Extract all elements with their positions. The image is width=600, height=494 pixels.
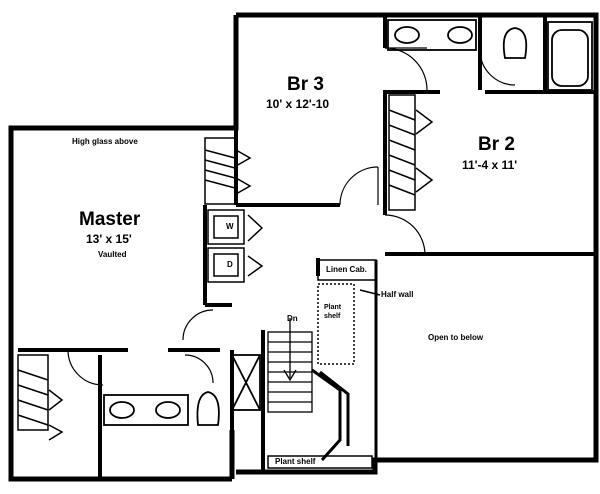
- open-to-below-label: Open to below: [428, 333, 484, 342]
- exterior-walls: [8, 12, 599, 482]
- laundry: [207, 209, 245, 283]
- linen-label: Linen Cab.: [326, 265, 367, 274]
- high-glass-note: High glass above: [72, 137, 138, 146]
- door-swings: [67, 47, 516, 386]
- closets: [17, 94, 434, 441]
- plant-shelf-bottom-label: Plant shelf: [275, 457, 316, 466]
- bath-fixtures: [103, 19, 593, 426]
- room-name-br3: Br 3: [287, 74, 324, 95]
- master-note: Vaulted: [98, 250, 127, 259]
- room-size-br2: 11'-4 x 11': [462, 158, 518, 172]
- down-label: Dn: [287, 314, 298, 323]
- millwork: [267, 259, 381, 469]
- dryer-label: D: [227, 260, 233, 269]
- stair: [267, 318, 350, 462]
- room-size-master: 13' x 15': [86, 232, 132, 246]
- room-name-br2: Br 2: [478, 134, 515, 155]
- half-wall-label: Half wall: [381, 290, 414, 299]
- room-size-br3: 10' x 12'-10: [266, 97, 330, 111]
- plant-shelf-label-1: Plant: [324, 304, 342, 311]
- room-name-master: Master: [79, 209, 141, 230]
- plant-shelf-label-2: shelf: [324, 313, 341, 320]
- washer-label: W: [226, 222, 234, 231]
